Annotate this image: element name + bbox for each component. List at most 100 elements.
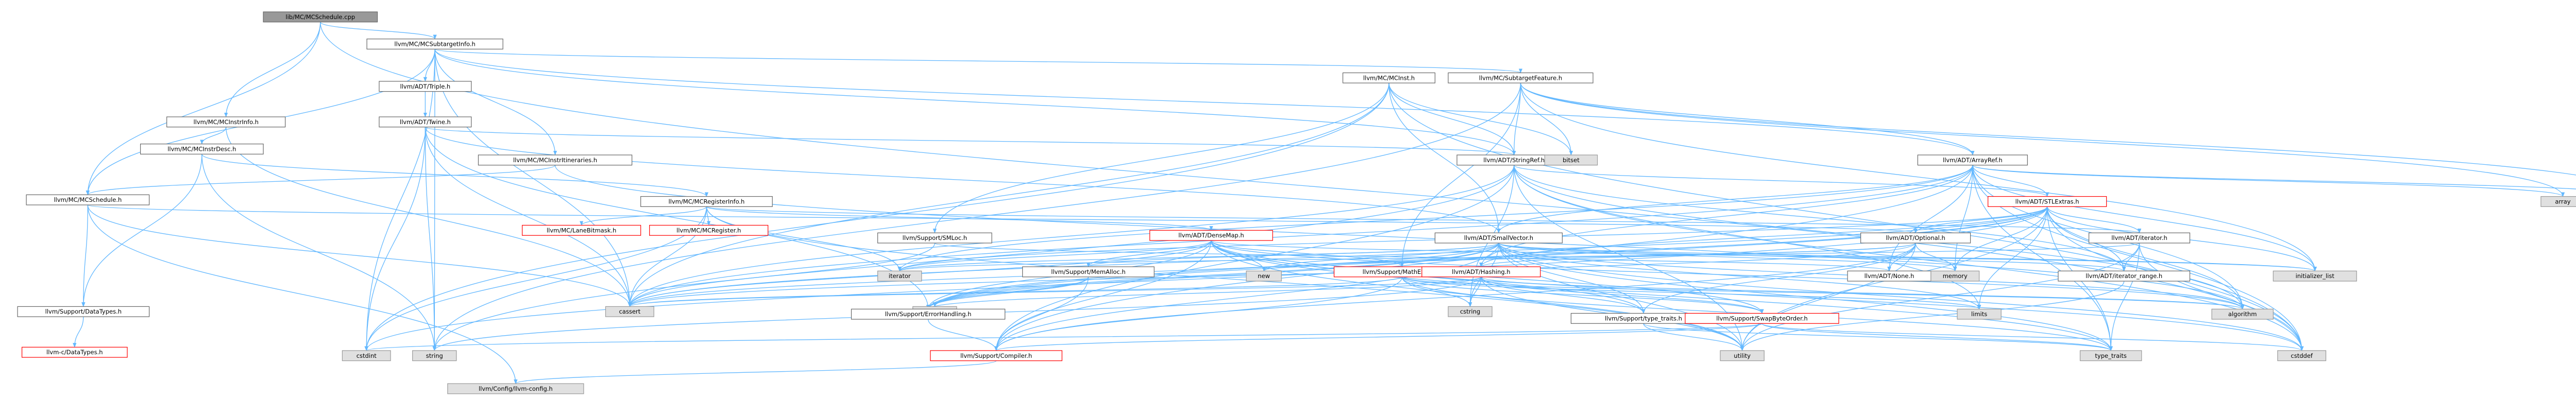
edge-twine-to-cassert [425,127,632,307]
node-densemap[interactable]: llvm/ADT/DenseMap.h [1149,230,1273,241]
node-label: llvm/Support/SMLoc.h [903,234,967,241]
node-label: llvm/MC/MCRegisterInfo.h [668,198,744,205]
edge-mcsti-to-triple [423,49,435,82]
node-label: llvm/MC/MCInst.h [1363,74,1415,81]
edge-mcinstrdesc-to-string [201,154,436,351]
edge-swapbyte-to-typetraits [1761,323,2113,351]
node-llvmconfig[interactable]: llvm/Config/llvm-config.h [447,383,584,394]
node-label: llvm/MC/MCInstrDesc.h [167,145,236,152]
node-box [1342,72,1435,83]
edge-stlextras-to-optional [1913,206,2048,234]
edge-arrayref-to-iteratorsys [897,165,1973,272]
node-datatypes[interactable]: llvm/Support/DataTypes.h [17,306,150,317]
node-mcsti[interactable]: llvm/MC/MCSubtargetInfo.h [366,39,503,49]
edge-root-to-mcschedule [86,22,321,196]
edge-hashing-to-cassert [628,276,1482,307]
node-stringref[interactable]: llvm/ADT/StringRef.h [1456,154,1572,166]
node-none[interactable]: llvm/ADT/None.h [1847,270,1931,282]
node-initlist[interactable]: initializer_list [2273,270,2357,282]
node-hashing[interactable]: llvm/ADT/Hashing.h [1421,266,1541,278]
node-iteratorsys[interactable]: iterator [877,270,922,282]
node-smloc[interactable]: llvm/Support/SMLoc.h [877,232,992,244]
edge-mcinst-to-bitset [1388,83,1573,155]
edge-compiler-to-llvmconfig [514,360,997,384]
node-mclanebit[interactable]: llvm/MC/LaneBitmask.h [522,224,641,236]
node-memory[interactable]: memory [1930,270,1980,282]
node-label: llvm/ADT/STLExtras.h [2015,198,2079,205]
node-swapbyte[interactable]: llvm/Support/SwapByteOrder.h [1685,313,1839,324]
node-label: llvm/MC/MCInstrInfo.h [193,118,258,126]
node-array[interactable]: array [2540,196,2576,207]
edge-mcsti-to-arrayref [434,49,1975,155]
node-box [1448,306,1493,317]
node-box [1720,350,1765,361]
node-mcinst[interactable]: llvm/MC/MCInst.h [1342,72,1435,83]
edge-mcschedule-to-cassert [87,205,632,307]
node-box [605,306,654,317]
node-box [2211,308,2274,320]
node-adtiterator[interactable]: llvm/ADT/iterator.h [2088,232,2191,244]
node-cstdint[interactable]: cstdint [342,350,391,361]
node-box [2540,196,2576,207]
node-label: llvm/ADT/StringRef.h [1483,157,1545,164]
node-bitset[interactable]: bitset [1544,154,1598,166]
node-mcregister[interactable]: llvm/MC/MCRegister.h [649,224,769,236]
node-cstring[interactable]: cstring [1448,306,1493,317]
node-mcinstritin[interactable]: llvm/MC/MCInstrItineraries.h [478,154,633,166]
node-label: llvm/ADT/Twine.h [400,118,451,126]
node-mcstf[interactable]: llvm/MC/SubtargetFeature.h [1448,72,1594,83]
edge-mcstf-to-bitset [1520,83,1573,155]
edge-twine-to-string [425,127,436,351]
node-smallvector[interactable]: llvm/ADT/SmallVector.h [1434,232,1563,244]
node-compiler[interactable]: llvm/Support/Compiler.h [930,350,1062,361]
edge-mcinstrdesc-to-datatypes [81,154,202,307]
edge-mcsti-to-mcinstritin [434,49,557,155]
node-label: type_traits [2095,352,2126,359]
node-label: llvm/ADT/Optional.h [1886,234,1945,241]
node-string[interactable]: string [412,350,457,361]
node-memalloc[interactable]: llvm/Support/MemAlloc.h [1022,266,1155,278]
node-triple[interactable]: llvm/ADT/Triple.h [379,81,472,92]
node-box [263,11,378,23]
node-iterrange[interactable]: llvm/ADT/iterator_range.h [2058,270,2191,282]
node-cstddef[interactable]: cstddef [2277,350,2327,361]
edge-stringref-to-stlextras [1514,165,2049,197]
node-errhandling[interactable]: llvm/Support/ErrorHandling.h [851,308,1006,320]
edge-swapbyte-to-compiler [994,323,1762,351]
node-optional[interactable]: llvm/ADT/Optional.h [1860,232,1971,244]
node-box [1149,230,1273,241]
node-mcreginfo[interactable]: llvm/MC/MCRegisterInfo.h [640,196,773,207]
node-new[interactable]: new [1246,270,1282,282]
node-mcinstinfo[interactable]: llvm/MC/MCInstrInfo.h [166,116,286,128]
node-mcinstrdesc[interactable]: llvm/MC/MCInstrDesc.h [140,143,264,154]
edge-typetraitsllvm-to-utility [1643,323,1744,351]
edge-arrayref-to-initlist [1972,165,2317,272]
node-mcschedule[interactable]: llvm/MC/MCSchedule.h [26,194,150,205]
node-root[interactable]: lib/MC/MCSchedule.cpp [263,11,378,23]
edge-twine-to-cstdint [364,127,426,351]
edge-smallvector-to-cstdlib [933,243,1499,307]
node-cassert[interactable]: cassert [605,306,654,317]
node-limits[interactable]: limits [1957,308,2002,320]
node-typetraits[interactable]: type_traits [2079,350,2142,361]
edge-errhandling-to-compiler [927,319,998,351]
edge-mcinst-to-smloc [933,83,1389,234]
edge-mathextras-to-limits [1401,276,1981,310]
node-algorithm[interactable]: algorithm [2211,308,2274,320]
node-box [1957,308,2002,320]
edge-stlextras-to-errhandling [926,206,2048,310]
edge-smallvector-to-limits [1498,243,1981,310]
node-box [379,116,472,128]
edge-stlextras-to-hashing [1479,206,2048,267]
node-box [140,143,264,154]
node-label: llvm/MC/MCInstrItineraries.h [513,157,597,164]
node-utility[interactable]: utility [1720,350,1765,361]
edge-stlextras-to-algorithm [2046,206,2245,310]
node-twine[interactable]: llvm/ADT/Twine.h [379,116,472,128]
node-label: llvm/MC/LaneBitmask.h [547,227,616,234]
node-cdatatypes[interactable]: llvm-c/DataTypes.h [21,347,128,358]
node-arrayref[interactable]: llvm/ADT/ArrayRef.h [1917,154,2028,166]
node-typetraitsllvm[interactable]: llvm/Support/type_traits.h [1570,313,1717,324]
node-stlextras[interactable]: llvm/ADT/STLExtras.h [1988,196,2107,207]
edge-mcstf-to-stringref [1512,83,1521,155]
